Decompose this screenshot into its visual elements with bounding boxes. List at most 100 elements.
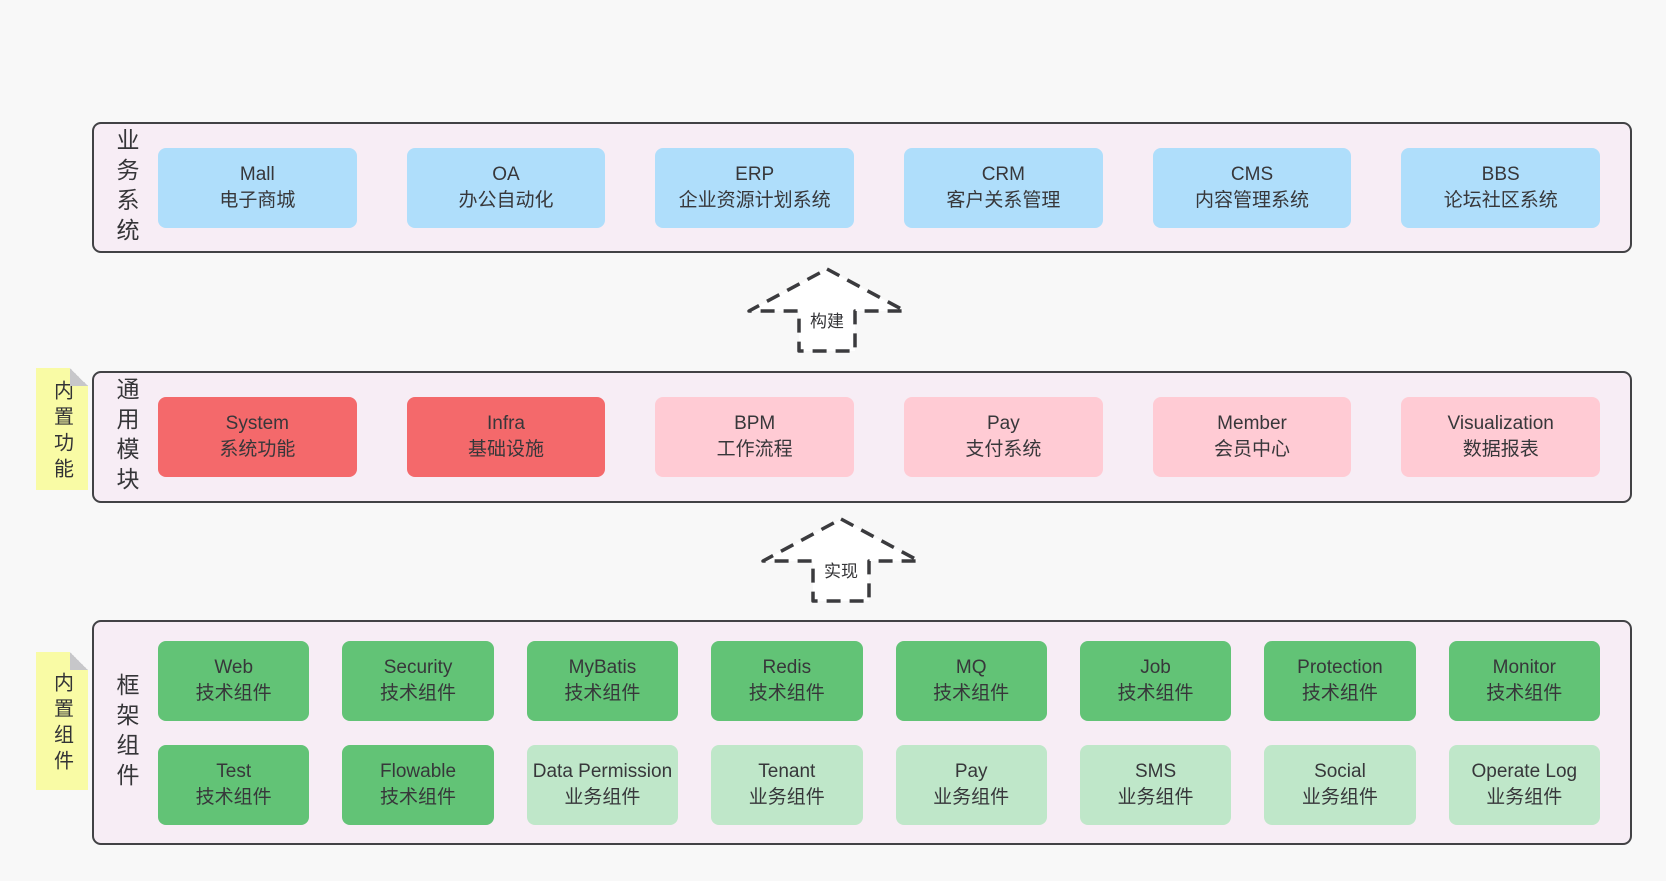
up-arrow-outline bbox=[761, 517, 921, 603]
box-name: Pay bbox=[986, 413, 1020, 435]
box-flowable: Flowable 技术组件 bbox=[342, 744, 494, 825]
business-systems-panel: 业务系统 Mall 电子商城 OA 办公自动化 ERP 企业资源计划系统 CRM… bbox=[92, 122, 1632, 253]
box-sub: 企业资源计划系统 bbox=[678, 189, 831, 211]
up-arrow-outline bbox=[747, 267, 907, 353]
box-protection: Protection 技术组件 bbox=[1264, 640, 1416, 721]
business-systems-body: Mall 电子商城 OA 办公自动化 ERP 企业资源计划系统 CRM 客户关系… bbox=[158, 124, 1630, 251]
up-arrow-icon: 构建 bbox=[747, 267, 907, 353]
box-mall: Mall 电子商城 bbox=[158, 147, 357, 228]
box-name: Flowable bbox=[380, 760, 457, 782]
box-name: Social bbox=[1314, 760, 1366, 782]
box-name: Member bbox=[1217, 413, 1287, 435]
box-mq: MQ 技术组件 bbox=[895, 640, 1047, 721]
business-systems-row: Mall 电子商城 OA 办公自动化 ERP 企业资源计划系统 CRM 客户关系… bbox=[158, 147, 1601, 228]
box-visualization: Visualization 数据报表 bbox=[1401, 397, 1601, 477]
box-sub: 业务组件 bbox=[564, 786, 641, 808]
box-name: SMS bbox=[1134, 760, 1177, 782]
sticky-note-builtin-features: 内置功能 bbox=[36, 368, 88, 490]
note-fold-icon bbox=[70, 652, 88, 670]
business-systems-label: 业务系统 bbox=[113, 127, 139, 248]
box-name: MyBatis bbox=[568, 656, 637, 678]
box-name: BPM bbox=[734, 413, 776, 435]
box-name: Test bbox=[216, 760, 252, 782]
box-sub: 业务组件 bbox=[1486, 786, 1563, 808]
box-job: Job 技术组件 bbox=[1079, 640, 1232, 721]
box-name: MQ bbox=[955, 656, 987, 678]
common-modules-label: 通用模块 bbox=[113, 377, 139, 497]
implement-arrow: 实现 bbox=[756, 515, 926, 605]
build-arrow-label: 构建 bbox=[810, 312, 844, 331]
box-member: Member 会员中心 bbox=[1152, 397, 1352, 477]
box-sub: 技术组件 bbox=[195, 786, 272, 808]
box-name: CMS bbox=[1230, 163, 1274, 185]
box-web: Web 技术组件 bbox=[158, 640, 310, 721]
box-sub: 业务组件 bbox=[1301, 786, 1378, 808]
box-sub: 会员中心 bbox=[1214, 439, 1291, 460]
box-social: Social 业务组件 bbox=[1264, 744, 1416, 825]
box-name: Job bbox=[1140, 656, 1171, 678]
box-name: Operate Log bbox=[1471, 760, 1578, 782]
implement-arrow-label: 实现 bbox=[824, 562, 858, 581]
box-name: Redis bbox=[762, 656, 812, 678]
box-sub: 技术组件 bbox=[1486, 682, 1563, 704]
box-security: Security 技术组件 bbox=[342, 640, 494, 721]
box-name: ERP bbox=[735, 163, 775, 185]
box-system: System 系统功能 bbox=[158, 397, 357, 477]
box-sub: 数据报表 bbox=[1462, 439, 1539, 460]
box-sub: 办公自动化 bbox=[458, 189, 554, 211]
box-name: CRM bbox=[981, 163, 1025, 185]
tech-components-row: Web 技术组件 Security 技术组件 MyBatis 技术组件 Redi… bbox=[158, 640, 1600, 721]
box-sub: 内容管理系统 bbox=[1195, 189, 1310, 211]
box-name: Security bbox=[383, 656, 453, 678]
note-fold-icon bbox=[70, 368, 88, 386]
box-name: OA bbox=[492, 163, 520, 185]
box-oa: OA 办公自动化 bbox=[406, 147, 606, 228]
box-sms: SMS 业务组件 bbox=[1079, 744, 1232, 825]
box-crm: CRM 客户关系管理 bbox=[904, 147, 1103, 228]
box-pay-component: Pay 业务组件 bbox=[895, 744, 1047, 825]
common-modules-body: System 系统功能 Infra 基础设施 BPM 工作流程 Pay 支付系统… bbox=[158, 373, 1630, 501]
box-pay-module: Pay 支付系统 bbox=[904, 397, 1103, 477]
box-sub: 技术组件 bbox=[195, 682, 272, 704]
box-name: Web bbox=[214, 656, 254, 678]
up-arrow-icon: 实现 bbox=[761, 517, 921, 603]
sticky-note-builtin-components: 内置组件 bbox=[36, 652, 88, 790]
box-bpm: BPM 工作流程 bbox=[655, 397, 855, 477]
box-sub: 工作流程 bbox=[716, 439, 793, 460]
box-sub: 技术组件 bbox=[748, 682, 825, 704]
box-name: Protection bbox=[1297, 656, 1383, 678]
build-arrow: 构建 bbox=[742, 265, 912, 355]
box-name: Data Permission bbox=[532, 760, 673, 782]
box-sub: 论坛社区系统 bbox=[1443, 189, 1558, 211]
box-name: Tenant bbox=[758, 760, 816, 782]
common-modules-row: System 系统功能 Infra 基础设施 BPM 工作流程 Pay 支付系统… bbox=[158, 397, 1601, 477]
box-tenant: Tenant 业务组件 bbox=[711, 744, 863, 825]
box-mybatis: MyBatis 技术组件 bbox=[526, 640, 679, 721]
box-infra: Infra 基础设施 bbox=[406, 397, 606, 477]
box-sub: 技术组件 bbox=[933, 682, 1010, 704]
box-sub: 业务组件 bbox=[933, 786, 1010, 808]
box-cms: CMS 内容管理系统 bbox=[1152, 147, 1352, 228]
box-sub: 技术组件 bbox=[380, 682, 457, 704]
framework-components-panel: 框架组件 Web 技术组件 Security 技术组件 MyBatis 技术组件… bbox=[92, 620, 1632, 845]
box-data-permission: Data Permission 业务组件 bbox=[526, 744, 679, 825]
box-name: Pay bbox=[954, 760, 988, 782]
box-name: Visualization bbox=[1447, 413, 1554, 435]
box-sub: 基础设施 bbox=[468, 439, 545, 460]
box-redis: Redis 技术组件 bbox=[711, 640, 863, 721]
box-name: System bbox=[225, 413, 290, 435]
box-sub: 业务组件 bbox=[748, 786, 825, 808]
common-modules-panel: 通用模块 System 系统功能 Infra 基础设施 BPM 工作流程 Pay… bbox=[92, 371, 1632, 503]
box-erp: ERP 企业资源计划系统 bbox=[655, 147, 855, 228]
box-sub: 客户关系管理 bbox=[946, 189, 1061, 211]
box-sub: 电子商城 bbox=[219, 189, 296, 211]
framework-components-label: 框架组件 bbox=[113, 672, 139, 793]
box-name: BBS bbox=[1481, 163, 1520, 185]
note-text: 内置功能 bbox=[50, 380, 73, 484]
box-monitor: Monitor 技术组件 bbox=[1448, 640, 1600, 721]
box-name: Infra bbox=[486, 413, 526, 435]
box-sub: 业务组件 bbox=[1117, 786, 1194, 808]
box-sub: 系统功能 bbox=[219, 439, 296, 460]
box-sub: 技术组件 bbox=[380, 786, 457, 808]
box-name: Mall bbox=[239, 163, 275, 185]
